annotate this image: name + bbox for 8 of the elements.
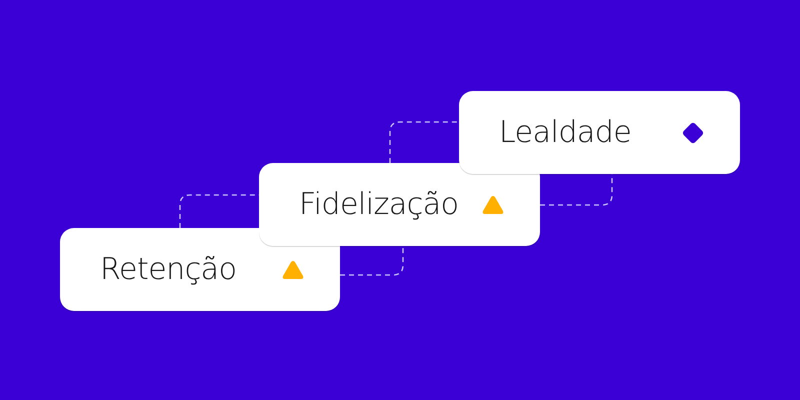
label-card: [259, 163, 540, 246]
card-label: Lealdade: [499, 115, 632, 150]
dashed-connector: [340, 246, 404, 276]
label-card: [459, 91, 740, 174]
label-card: [60, 228, 340, 311]
card-label: Fidelização: [299, 187, 458, 222]
card-label: Retenção: [100, 252, 236, 287]
dashed-connector: [389, 121, 459, 163]
